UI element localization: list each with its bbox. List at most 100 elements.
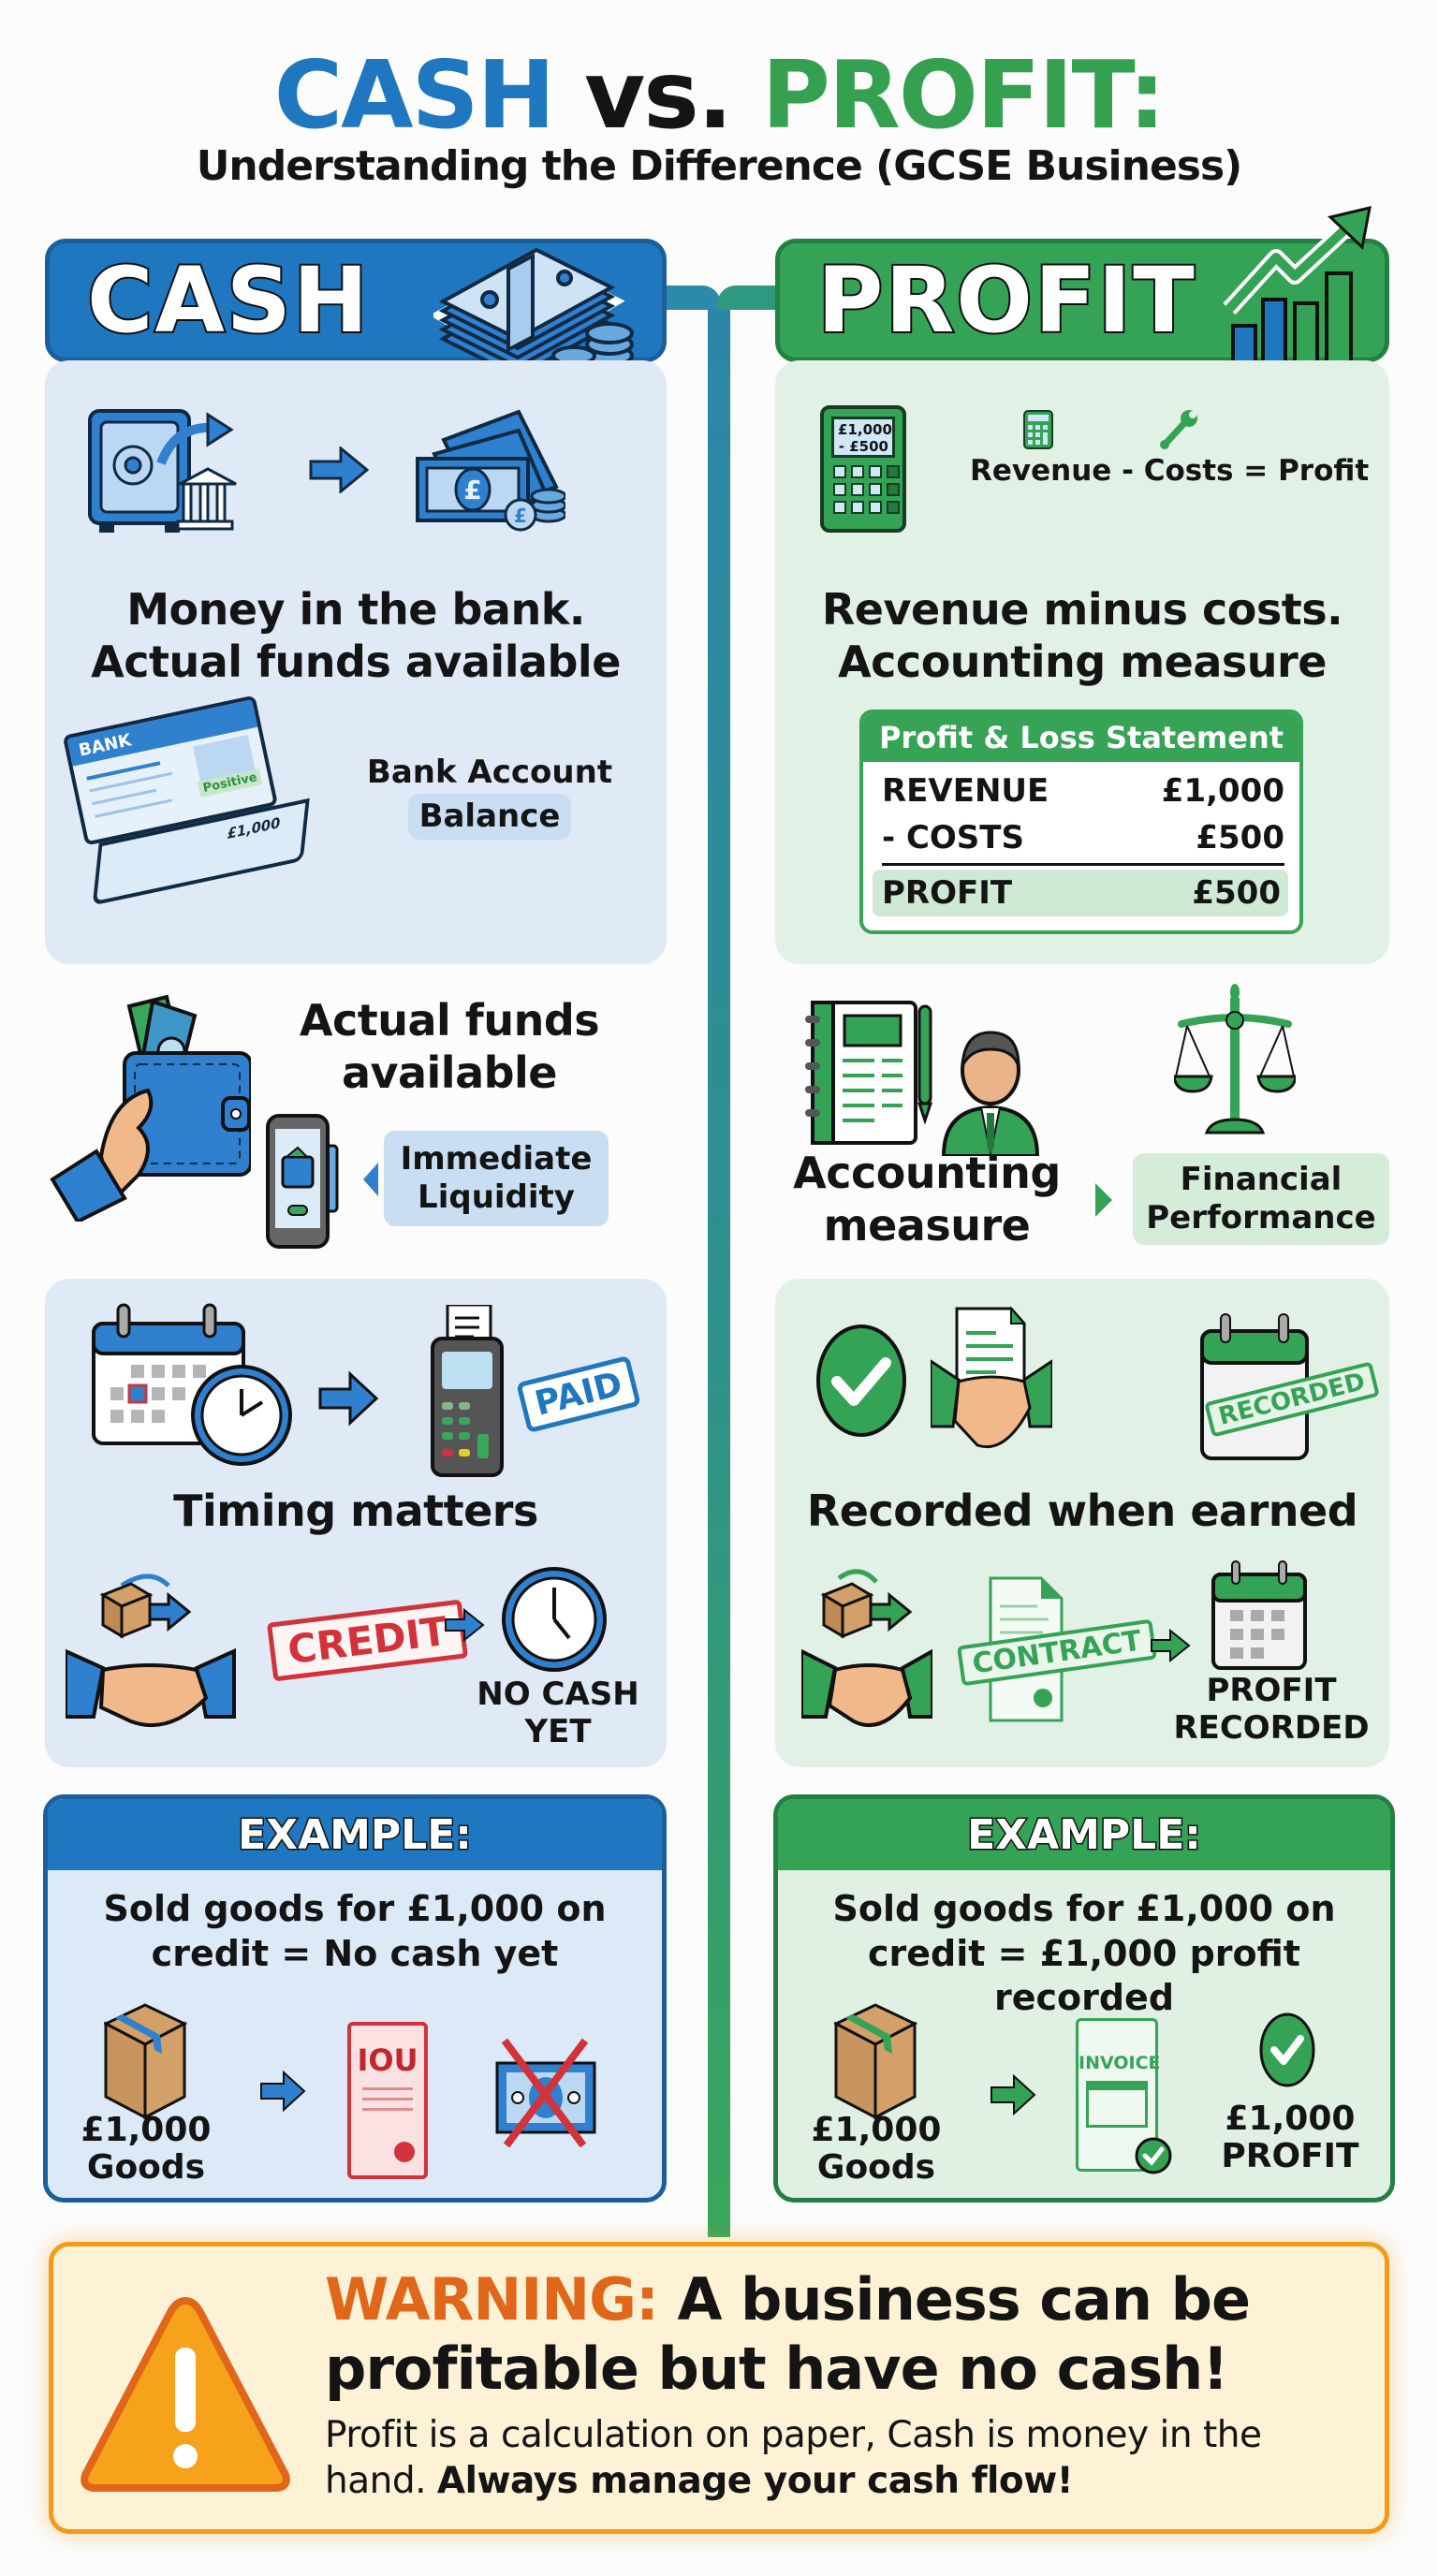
handshake-box-icon	[66, 1558, 262, 1735]
profit-example-line1: Sold goods for £1,000 on	[832, 1888, 1336, 1929]
timing-matters-headline: Timing matters	[173, 1486, 538, 1536]
cardboard-box-icon	[104, 2003, 188, 2125]
invoice-label: INVOICE	[1078, 2053, 1161, 2073]
cash-goods-amount: £1,000	[81, 2111, 212, 2149]
arrow-right-icon	[318, 1370, 378, 1427]
profit-result-label: PROFIT	[1221, 2137, 1359, 2176]
arrow-right-icon	[259, 2071, 306, 2112]
cash-headline-line1: Money in the bank.	[126, 584, 585, 635]
pl-row-label: REVENUE	[882, 772, 1049, 810]
bank-balance-caption: Bank Account Balance	[345, 754, 635, 840]
accounting-line2: measure	[823, 1200, 1031, 1251]
no-cash-yet-caption: NO CASH YET	[464, 1676, 652, 1750]
cash-example-line1: Sold goods for £1,000 on	[103, 1888, 607, 1929]
immediate-liquidity-chip: Immediate Liquidity	[384, 1131, 609, 1226]
page-title: CASH vs. PROFIT:	[0, 49, 1438, 142]
laptop-amount: £1,000	[226, 813, 282, 843]
svg-text:£: £	[463, 475, 481, 505]
profit-example-box: EXAMPLE: Sold goods for £1,000 on credit…	[773, 1794, 1395, 2203]
profit-loss-statement: Profit & Loss Statement REVENUE £1,000 -…	[859, 710, 1303, 934]
bank-balance-chip: Balance	[407, 793, 572, 840]
pl-row-label: - COSTS	[882, 819, 1024, 856]
profit-result-amount: £1,000	[1225, 2100, 1356, 2138]
profit-example-heading: EXAMPLE:	[778, 1799, 1390, 1870]
calculator-line2: - £500	[838, 438, 888, 455]
cash-example-box: EXAMPLE: Sold goods for £1,000 on credit…	[43, 1794, 667, 2203]
profit-goods-caption: £1,000 Goods	[806, 2111, 946, 2188]
pl-row-value: £500	[1196, 819, 1284, 856]
cash-banner-label: CASH	[85, 246, 371, 355]
pl-row-profit: PROFIT £500	[873, 870, 1288, 916]
cash-panel-timing: PAID Timing matters CREDIT NO CASH YET	[45, 1279, 667, 1767]
actual-funds-line1: Actual funds	[299, 995, 600, 1046]
profit-recorded-caption: PROFIT RECORDED	[1168, 1672, 1374, 1747]
arrow-right-small-icon	[1150, 1629, 1191, 1662]
arrow-right-icon	[309, 446, 369, 493]
wrench-icon	[1159, 407, 1200, 450]
profit-panel-recorded: RECORDED Recorded when earned CONTRACT P…	[775, 1279, 1389, 1767]
pl-divider	[882, 863, 1284, 866]
cash-example-text: Sold goods for £1,000 on credit = No cas…	[48, 1887, 662, 1976]
cardboard-box-icon	[834, 2003, 918, 2125]
banknotes-pound-icon: £ £	[416, 402, 565, 534]
cash-panel-bank: £ £ Money in the bank. Actual funds avai…	[45, 360, 667, 964]
balance-scale-icon	[1174, 983, 1296, 1142]
cash-headline-line2: Actual funds available	[91, 637, 621, 688]
warning-label: WARNING:	[325, 2265, 659, 2334]
pl-row-value: £1,000	[1161, 772, 1284, 810]
no-cash-line1: NO CASH	[477, 1676, 639, 1713]
handshake-box-icon	[801, 1558, 932, 1735]
profit-banner: PROFIT	[775, 206, 1389, 366]
arrow-right-icon	[990, 2074, 1036, 2115]
title-cash: CASH	[273, 40, 555, 150]
pl-row-revenue: REVENUE £1,000	[863, 768, 1299, 814]
cash-example-line2: credit = No cash yet	[151, 1932, 559, 1974]
calculator-line1: £1,000	[838, 421, 892, 438]
warning-body: Profit is a calculation on paper, Cash i…	[325, 2413, 1373, 2505]
invoice-check-icon	[1134, 2136, 1173, 2175]
financial-performance-chip: Financial Performance	[1133, 1153, 1389, 1245]
page-subtitle: Understanding the Difference (GCSE Busin…	[196, 142, 1243, 190]
recorded-when-earned-headline: Recorded when earned	[806, 1486, 1358, 1536]
center-connector	[708, 300, 730, 2237]
profit-formula: Revenue - Costs = Profit	[970, 454, 1370, 488]
check-circle-icon	[1257, 2011, 1317, 2089]
warning-headline: WARNING: A business can be profitable bu…	[325, 2265, 1373, 2405]
profit-banner-label: PROFIT	[815, 246, 1196, 355]
bank-balance-line1: Bank Account	[366, 754, 613, 791]
warning-body-text: Profit is a calculation on paper, Cash i…	[325, 2414, 1262, 2502]
profit-headline-line2: Accounting measure	[838, 637, 1327, 688]
pl-total-value: £500	[1192, 874, 1281, 912]
iou-document-icon: IOU	[347, 2022, 428, 2179]
laptop-bank-icon: BANK Positive £1,000	[62, 691, 315, 928]
iou-label: IOU	[357, 2042, 418, 2078]
profit-recorded-line2: RECORDED	[1173, 1709, 1370, 1748]
profit-example-line2: credit = £1,000 profit recorded	[868, 1932, 1300, 2019]
warning-body-emphasis: Always manage your cash flow!	[436, 2459, 1074, 2502]
profit-result-caption: £1,000 PROFIT	[1201, 2100, 1379, 2176]
pl-title: Profit & Loss Statement	[863, 713, 1299, 762]
profit-recorded-line1: PROFIT	[1206, 1672, 1337, 1709]
profit-headline-line1: Revenue minus costs.	[821, 584, 1343, 635]
profit-goods-label: Goods	[816, 2148, 936, 2188]
accounting-line1: Accounting	[793, 1148, 1061, 1198]
credit-stamp: CREDIT	[266, 1599, 469, 1682]
safe-icon	[86, 407, 255, 538]
arrow-right-small-icon	[444, 1608, 485, 1642]
clock-icon	[500, 1565, 609, 1674]
pl-row-costs: - COSTS £500	[863, 814, 1299, 861]
contract-handshake-icon	[931, 1305, 1052, 1464]
accountant-ledger-icon	[803, 997, 1056, 1156]
liquidity-line1: Immediate	[400, 1140, 593, 1178]
warning-triangle-icon	[78, 2291, 293, 2497]
profit-example-text: Sold goods for £1,000 on credit = £1,000…	[778, 1887, 1390, 2021]
profit-accounting-headline: Accounting measure	[777, 1147, 1077, 1251]
pointer-left-icon	[361, 1161, 380, 1198]
liquidity-line2: Liquidity	[418, 1178, 575, 1216]
mobile-wallet-icon	[264, 1112, 358, 1252]
cash-example-heading: EXAMPLE:	[48, 1799, 662, 1870]
calendar-clock-icon	[92, 1301, 298, 1470]
profit-headline: Revenue minus costs. Accounting measure	[775, 583, 1389, 688]
no-cash-line2: YET	[524, 1713, 592, 1751]
calendar-icon	[1208, 1559, 1311, 1672]
